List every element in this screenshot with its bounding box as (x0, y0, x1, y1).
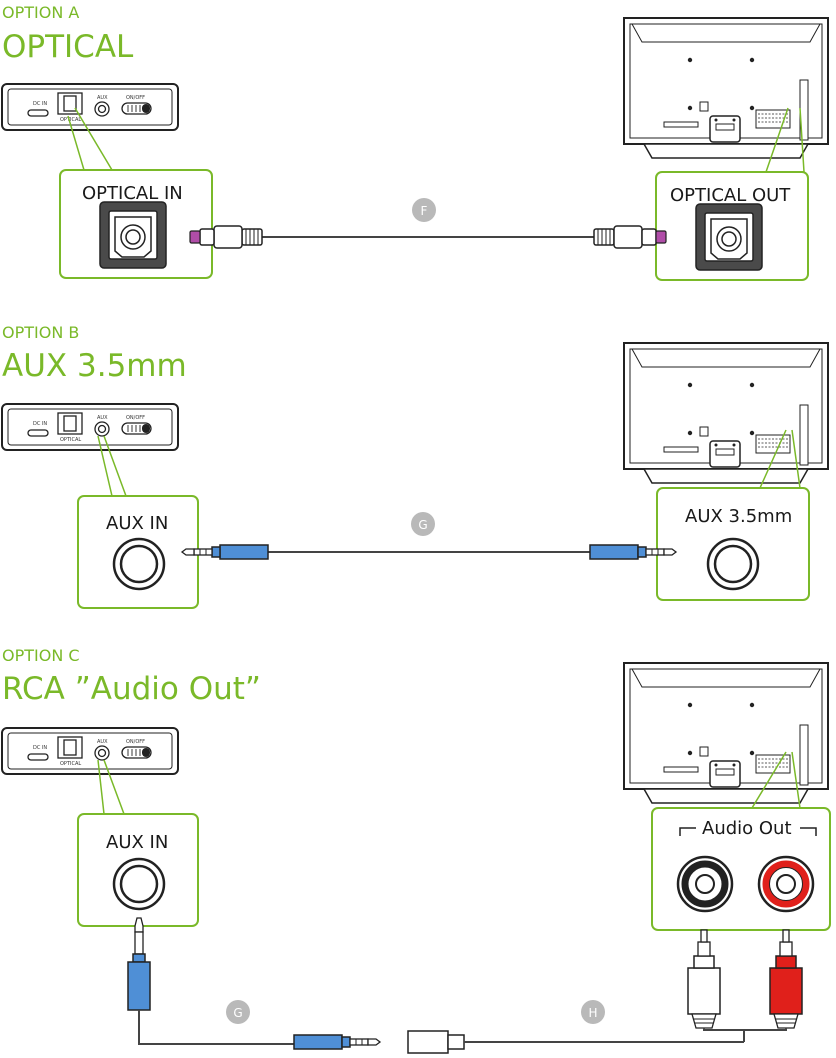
aux-in-port (112, 857, 166, 911)
optical-plug-right (593, 225, 667, 249)
option-b-label: OPTION B (2, 323, 79, 342)
power-switch-label: ON/OFF (126, 739, 145, 745)
transmitter-device: DC IN OPTICAL AUX ON/OFF (1, 83, 179, 131)
power-switch-label: ON/OFF (126, 415, 145, 421)
transmitter-device: DC IN OPTICAL AUX ON/OFF (1, 727, 179, 775)
optical-port-label: OPTICAL (60, 117, 81, 123)
rca-split-cable (703, 1028, 787, 1031)
optical-in-label: OPTICAL IN (82, 183, 183, 204)
tv-back (623, 17, 829, 159)
cable-badge-h-text: H (588, 1006, 597, 1020)
rca-white-port (676, 855, 734, 913)
rca-white-plug (687, 929, 721, 1029)
cable-badge-g-text: G (418, 518, 427, 532)
option-c: OPTION C RCA ”Audio Out” DC IN OPTICAL A… (1, 646, 831, 1054)
aux-in-label: AUX IN (106, 832, 168, 853)
power-switch-label: ON/OFF (126, 95, 145, 101)
cable-badge-f-text: F (421, 204, 428, 218)
aux-out-port (706, 537, 760, 591)
transmitter-device: DC IN OPTICAL AUX ON/OFF (1, 403, 179, 451)
cable-badge-h (581, 1000, 605, 1024)
option-a-title: OPTICAL (2, 29, 134, 65)
aux-plug-vertical (127, 917, 151, 1011)
audio-out-bracket-right (800, 827, 817, 836)
aux-port-label: AUX (97, 415, 108, 421)
rca-red-plug (769, 929, 803, 1029)
optical-out-port (695, 203, 763, 271)
option-a-label: OPTION A (2, 3, 79, 22)
aux-female-adapter (407, 1030, 465, 1054)
dc-in-label: DC IN (33, 745, 47, 751)
aux-cable (138, 1010, 294, 1045)
option-b: OPTION B AUX 3.5mm DC IN OPTICAL AUX ON/… (1, 323, 829, 609)
cable-badge-g (226, 1000, 250, 1024)
option-a: OPTION A OPTICAL DC IN OPTICAL AUX ON/OF… (1, 3, 829, 281)
aux-in-port (112, 537, 166, 591)
tv-back (623, 342, 829, 484)
optical-plug-left (189, 225, 263, 249)
rca-red-port (757, 855, 815, 913)
aux-out-label: AUX 3.5mm (685, 506, 792, 527)
aux-port-label: AUX (97, 95, 108, 101)
dc-in-label: DC IN (33, 101, 47, 107)
aux-in-label: AUX IN (106, 513, 168, 534)
option-c-title: RCA ”Audio Out” (2, 671, 261, 707)
optical-port-label: OPTICAL (60, 761, 81, 767)
dc-in-label: DC IN (33, 421, 47, 427)
audio-out-bracket-left (679, 827, 696, 836)
option-c-label: OPTION C (2, 646, 80, 665)
optical-port-label: OPTICAL (60, 437, 81, 443)
optical-in-port (99, 201, 167, 269)
audio-out-label: Audio Out (702, 818, 792, 839)
cable-badge-f (412, 198, 436, 222)
aux-port-label: AUX (97, 739, 108, 745)
tv-back (623, 662, 829, 804)
cable-badge-g-text: G (233, 1006, 242, 1020)
cable-badge-g (411, 512, 435, 536)
option-b-title: AUX 3.5mm (2, 348, 187, 384)
optical-out-label: OPTICAL OUT (670, 185, 791, 206)
aux-plug-horizontal (293, 1034, 381, 1050)
